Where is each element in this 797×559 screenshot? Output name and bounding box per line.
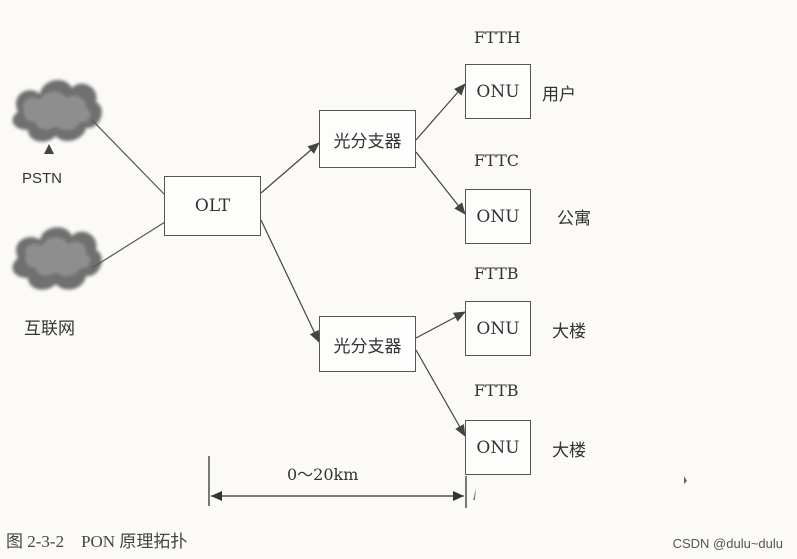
onu-3-box: ONU [465,301,531,356]
access-type-label-4: FTTB [474,381,519,400]
onu-1-box: ONU [465,64,531,119]
internet-cloud-icon [12,227,102,290]
splitter-1-to-onu-1-arrow [415,83,466,141]
pstn-label: PSTN [22,170,63,187]
splitter-1-to-onu-2-arrow [415,151,466,215]
olt-to-splitter-1-arrow [260,142,320,194]
splitter-2-box: 光分支器 [319,316,416,372]
onu-2-label: ONU [476,206,520,227]
olt-label: OLT [194,196,231,216]
splitter-2-to-onu-3-arrow [415,311,466,339]
onu-4-box: ONU [465,420,531,475]
splitter-1-label: 光分支器 [333,131,402,152]
access-type-label-3: FTTB [474,264,519,283]
onu-4-label: ONU [476,437,520,458]
onu-1-label: ONU [476,81,520,102]
splitter-2-to-onu-4-arrow [415,349,466,437]
splitter-1-box: 光分支器 [319,110,416,168]
endpoint-label-3: 大楼 [552,322,586,342]
endpoint-label-4: 大楼 [552,441,586,461]
onu-2-box: ONU [465,189,531,244]
internet-label: 互联网 [24,319,75,339]
distance-dimension [208,456,467,508]
onu-3-label: ONU [476,318,520,339]
access-type-label-1: FTTH [474,28,521,47]
endpoint-label-1: 用户 [542,85,576,105]
endpoint-label-2: 公寓 [557,209,591,229]
pstn-to-olt-line [91,119,166,196]
internet-to-olt-line [91,221,166,269]
scan-speck [684,476,687,484]
olt-box: OLT [164,176,261,236]
olt-to-splitter-2-arrow [260,219,320,343]
scan-speck [473,488,476,500]
splitter-2-label: 光分支器 [333,336,402,357]
watermark: CSDN @dulu~dulu [672,536,783,551]
distance-label: 0～20km [287,465,359,484]
pstn-cloud-icon [12,80,102,154]
access-type-label-2: FTTC [474,151,519,170]
figure-caption: 图 2-3-2 PON 原理拓扑 [6,532,188,551]
